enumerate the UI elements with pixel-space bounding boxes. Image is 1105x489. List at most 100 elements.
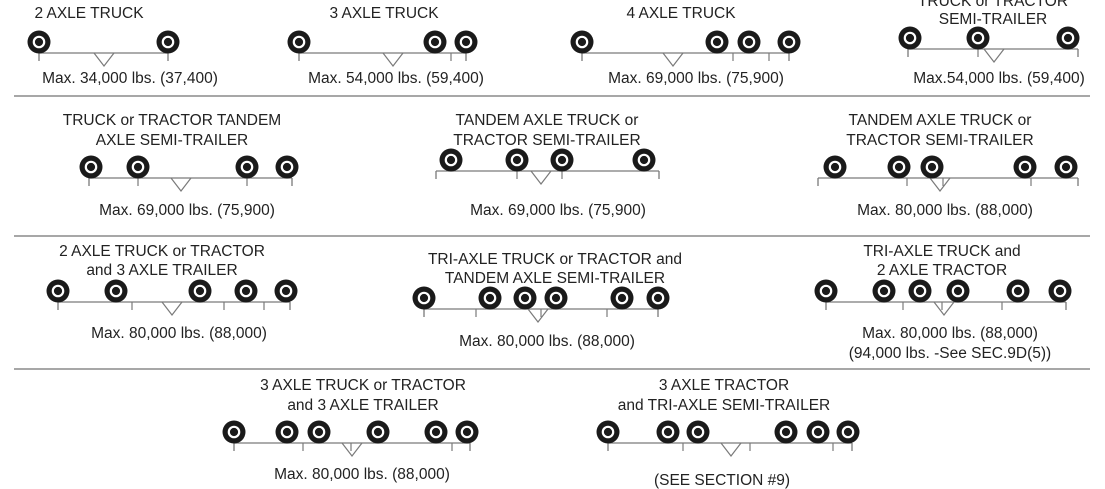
load-marker <box>527 308 549 323</box>
config-3-axle-truck-or-tractor-3-axle-trailer: 3 AXLE TRUCK or TRACTOR and 3 AXLE TRAILE… <box>222 377 479 483</box>
load-marker <box>983 48 1005 63</box>
wheel <box>234 279 258 303</box>
config-title: and 3 AXLE TRAILER <box>287 397 438 414</box>
load-marker <box>720 442 742 457</box>
config-title: TRI-AXLE TRUCK or TRACTOR and <box>428 251 682 268</box>
wheel <box>27 30 51 54</box>
config-title: 2 AXLE TRUCK or TRACTOR <box>59 243 265 260</box>
load-marker <box>93 52 115 67</box>
wheel <box>966 26 990 50</box>
max-weight-caption: Max. 80,000 lbs. (88,000) <box>459 333 635 350</box>
config-title: TRUCK or TRACTOR <box>918 0 1068 10</box>
wheel <box>275 155 299 179</box>
max-weight-caption: (94,000 lbs. -See SEC.9D(5)) <box>849 345 1051 362</box>
config-title: 3 AXLE TRACTOR <box>659 377 789 394</box>
config-title: TRACTOR SEMI-TRAILER <box>846 132 1033 149</box>
config-4-axle-truck: 4 AXLE TRUCK Max. 69,000 lbs. (75,900) <box>570 5 801 87</box>
wheel <box>513 286 537 310</box>
wheel <box>424 420 448 444</box>
wheel <box>366 420 390 444</box>
config-2-axle-truck-or-tractor-3-axle-trailer: 2 AXLE TRUCK or TRACTOR and 3 AXLE TRAILE… <box>46 243 298 342</box>
wheel <box>439 148 463 172</box>
config-title: 3 AXLE TRUCK <box>329 5 439 22</box>
wheel <box>275 420 299 444</box>
config-title: TRUCK or TRACTOR TANDEM <box>63 112 281 129</box>
wheel <box>478 286 502 310</box>
wheel <box>806 420 830 444</box>
max-weight-caption: (SEE SECTION #9) <box>654 472 790 489</box>
max-weight-caption: Max. 80,000 lbs. (88,000) <box>862 325 1038 342</box>
config-title: TANDEM AXLE TRUCK or <box>849 112 1032 129</box>
config-tandem-axle-truck-or-tractor-semi-trailer-2: TANDEM AXLE TRUCK or TRACTOR SEMI-TRAILER… <box>817 112 1079 219</box>
max-weight-caption: Max. 80,000 lbs. (88,000) <box>857 202 1033 219</box>
wheel <box>646 286 670 310</box>
wheel <box>596 420 620 444</box>
wheel <box>544 286 568 310</box>
max-weight-caption: Max. 54,000 lbs. (59,400) <box>308 70 484 87</box>
config-title: AXLE SEMI-TRAILER <box>96 132 248 149</box>
wheel <box>287 30 311 54</box>
wheel <box>737 30 761 54</box>
config-title: TRI-AXLE TRUCK and <box>863 243 1020 260</box>
wheel <box>188 279 212 303</box>
wheel <box>1006 279 1030 303</box>
wheel <box>570 30 594 54</box>
max-weight-caption: Max. 80,000 lbs. (88,000) <box>274 466 450 483</box>
max-weight-caption: Max.54,000 lbs. (59,400) <box>913 70 1084 87</box>
wheel <box>307 420 331 444</box>
wheel <box>632 148 656 172</box>
wheel <box>274 279 298 303</box>
wheel <box>908 279 932 303</box>
config-title: 2 AXLE TRACTOR <box>877 262 1007 279</box>
wheel <box>1056 26 1080 50</box>
max-weight-caption: Max. 34,000 lbs. (37,400) <box>42 70 218 87</box>
wheel <box>550 148 574 172</box>
wheel <box>423 30 447 54</box>
wheel <box>823 155 847 179</box>
load-marker <box>929 177 951 192</box>
config-title: 4 AXLE TRUCK <box>626 5 736 22</box>
wheel <box>454 30 478 54</box>
wheel <box>1054 155 1078 179</box>
wheel <box>920 155 944 179</box>
config-3-axle-tractor-tri-axle-semi-trailer: 3 AXLE TRACTOR and TRI-AXLE SEMI-TRAILER (… <box>596 377 860 489</box>
wheel <box>79 155 103 179</box>
wheel <box>610 286 634 310</box>
load-marker <box>161 301 183 316</box>
wheel <box>455 420 479 444</box>
wheel <box>1048 279 1072 303</box>
wheel <box>872 279 896 303</box>
wheel <box>412 286 436 310</box>
config-title: and TRI-AXLE SEMI-TRAILER <box>618 397 830 414</box>
config-title: 2 AXLE TRUCK <box>34 5 144 22</box>
load-marker <box>170 177 192 192</box>
load-marker <box>382 52 404 67</box>
max-weight-caption: Max. 69,000 lbs. (75,900) <box>608 70 784 87</box>
load-marker <box>662 52 684 67</box>
max-weight-caption: Max. 69,000 lbs. (75,900) <box>470 202 646 219</box>
wheel <box>505 148 529 172</box>
config-tri-axle-truck-and-2-axle-tractor: TRI-AXLE TRUCK and 2 AXLE TRACTOR Max. 80,… <box>814 243 1072 362</box>
config-2-axle-truck: 2 AXLE TRUCK Max. 34,000 lbs. (37,400) <box>27 5 218 87</box>
wheel <box>686 420 710 444</box>
config-title: and 3 AXLE TRAILER <box>86 262 237 279</box>
wheel <box>235 155 259 179</box>
wheel <box>656 420 680 444</box>
wheel <box>126 155 150 179</box>
max-weight-caption: Max. 80,000 lbs. (88,000) <box>91 325 267 342</box>
config-title: 3 AXLE TRUCK or TRACTOR <box>260 377 466 394</box>
wheel <box>814 279 838 303</box>
wheel <box>777 30 801 54</box>
wheel <box>774 420 798 444</box>
wheel <box>887 155 911 179</box>
config-title: TANDEM AXLE SEMI-TRAILER <box>445 270 665 287</box>
load-marker <box>341 442 363 457</box>
wheel <box>705 30 729 54</box>
config-title: TRACTOR SEMI-TRAILER <box>453 132 640 149</box>
config-title: SEMI-TRAILER <box>939 11 1048 28</box>
